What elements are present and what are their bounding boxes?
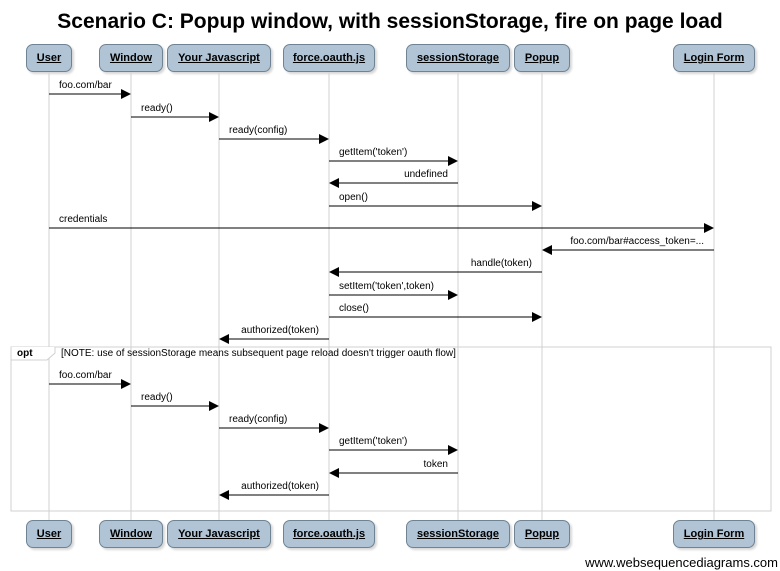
message-label-8: foo.com/bar#access_token=... [570,236,704,247]
message-label-3: ready(config) [229,125,288,136]
participant-session-storage-bottom: sessionStorage [406,520,510,548]
message-label-9: handle(token) [470,258,532,269]
participant-force-oauth-top: force.oauth.js [283,44,375,72]
fragment-message-label-6: authorized(token) [241,481,319,492]
fragment-message-label-3: ready(config) [229,414,288,425]
message-label-4: getItem('token') [339,147,408,158]
participant-your-javascript-bottom: Your Javascript [167,520,271,548]
message-label-2: ready() [141,103,173,114]
message-label-5: undefined [404,169,448,180]
participant-force-oauth-bottom: force.oauth.js [283,520,375,548]
participant-login-form-top: Login Form [673,44,755,72]
participant-window-bottom: Window [99,520,163,548]
opt-fragment-frame [10,346,772,512]
fragment-message-label-1: foo.com/bar [59,370,112,381]
participant-popup-bottom: Popup [514,520,570,548]
participant-window-top: Window [99,44,163,72]
message-label-12: authorized(token) [241,325,319,336]
fragment-message-label-4: getItem('token') [339,436,408,447]
opt-fragment-tab [10,347,56,361]
message-label-11: close() [339,303,370,314]
participant-login-form-bottom: Login Form [673,520,755,548]
opt-fragment-condition: [NOTE: use of sessionStorage means subse… [61,348,456,359]
participant-popup-top: Popup [514,44,570,72]
diagram-title: Scenario C: Popup window, with sessionSt… [57,10,723,33]
watermark: www.websequencediagrams.com [585,555,778,570]
participant-your-javascript-top: Your Javascript [167,44,271,72]
fragment-message-label-2: ready() [141,392,173,403]
message-label-6: open() [339,192,368,203]
participant-user-bottom: User [26,520,72,548]
opt-fragment-label: opt [17,348,33,359]
fragment-message-label-5: token [423,459,448,470]
message-label-7: credentials [59,214,108,225]
message-label-10: setItem('token',token) [339,281,434,292]
participant-user-top: User [26,44,72,72]
message-label-1: foo.com/bar [59,80,112,91]
participant-session-storage-top: sessionStorage [406,44,510,72]
